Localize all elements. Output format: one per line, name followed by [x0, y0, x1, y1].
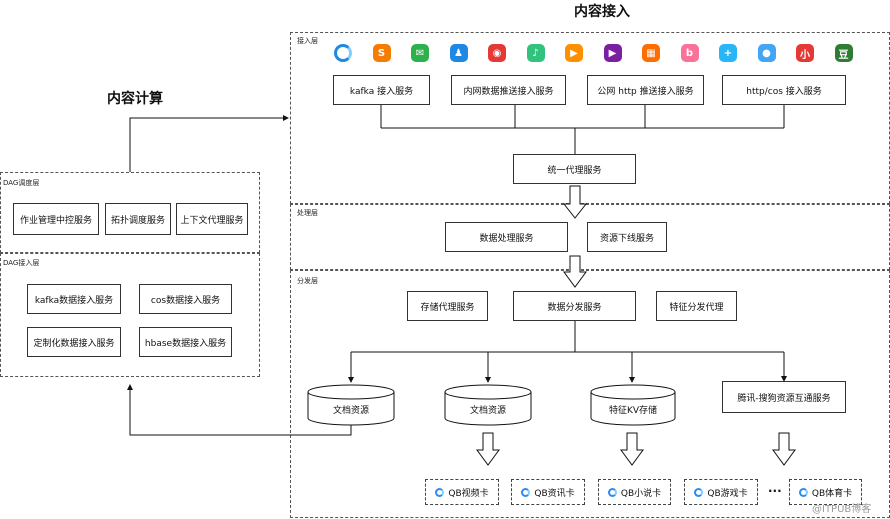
tencent-sogou-exchange-service: 腾讯-搜狗资源互通服务: [722, 381, 846, 413]
qb-icon: [521, 487, 531, 497]
data-processing-service: 数据处理服务: [445, 222, 568, 252]
job-management-control-service: 作业管理中控服务: [13, 203, 99, 235]
dag-access-layer: [0, 253, 260, 377]
dag-access-layer-label: DAG接入层: [3, 259, 40, 267]
storage-proxy-service: 存储代理服务: [407, 291, 488, 321]
resource-offline-service: 资源下线服务: [587, 222, 667, 252]
topology-scheduling-service: 拓扑调度服务: [105, 203, 171, 235]
tencent-video-icon: ▶: [565, 44, 583, 62]
public-http-push-access-service: 公网 http 推送接入服务: [587, 75, 704, 105]
cos-data-access-service: cos数据接入服务: [139, 284, 232, 314]
dag-schedule-layer: [0, 172, 260, 253]
kuaibao-icon: ▦: [642, 44, 660, 62]
xiaohongshu-icon: 小: [796, 44, 814, 62]
feature-distribution-proxy: 特征分发代理: [656, 291, 737, 321]
doc-resource-label-2: 文档资源: [469, 406, 506, 416]
custom-data-access-service: 定制化数据接入服务: [27, 327, 121, 357]
weibo-icon: ◉: [488, 44, 506, 62]
qb-icon: [607, 487, 617, 497]
weishi-icon: ▶: [603, 44, 622, 62]
card-qb-news: QB资讯卡: [511, 479, 585, 505]
doc-resource-cylinder-2: [444, 392, 532, 426]
distribution-layer-label: 分发层: [297, 277, 318, 285]
doc-resource-label-1: 文档资源: [332, 406, 369, 416]
kafka-access-service: kafka 接入服务: [333, 75, 430, 105]
context-proxy-service: 上下文代理服务: [176, 203, 248, 235]
kafka-data-access-service: kafka数据接入服务: [27, 284, 121, 314]
card-qb-video: QB视频卡: [425, 479, 499, 505]
content-compute-title: 内容计算: [107, 91, 163, 107]
card-qb-sports: QB体育卡: [789, 479, 862, 505]
sogou-icon: S: [372, 44, 391, 62]
qq-browser-icon: [334, 44, 352, 62]
intranet-push-access-service: 内网数据推送接入服务: [451, 75, 566, 105]
feature-kv-label: 特征KV存储: [608, 406, 658, 416]
access-layer-label: 接入层: [297, 37, 318, 45]
dag-schedule-layer-label: DAG调度层: [3, 179, 40, 187]
data-distribution-service: 数据分发服务: [513, 291, 636, 321]
feature-kv-cylinder: [590, 392, 676, 426]
plus-app-icon: +: [719, 44, 737, 62]
content-access-title: 内容接入: [574, 4, 630, 20]
hbase-data-access-service: hbase数据接入服务: [139, 327, 232, 357]
cards-ellipsis: ...: [768, 481, 782, 495]
watermark: @ITPUB博客: [812, 504, 872, 515]
qb-icon: [798, 487, 808, 497]
wechat-icon: ✉: [411, 44, 429, 62]
qq-icon: ♟: [449, 44, 468, 62]
unified-proxy-service: 统一代理服务: [513, 154, 636, 184]
qb-icon: [435, 487, 445, 497]
doc-resource-cylinder-1: [307, 392, 395, 426]
http-cos-access-service: http/cos 接入服务: [722, 75, 846, 105]
bilibili-icon: b: [680, 44, 699, 62]
penguin-icon: ●: [757, 44, 776, 62]
processing-layer-label: 处理层: [297, 209, 318, 217]
card-qb-novel: QB小说卡: [598, 479, 671, 505]
qq-music-icon: ♪: [526, 44, 545, 62]
qb-icon: [694, 487, 704, 497]
douban-icon: 豆: [834, 44, 853, 62]
card-qb-game: QB游戏卡: [684, 479, 758, 505]
